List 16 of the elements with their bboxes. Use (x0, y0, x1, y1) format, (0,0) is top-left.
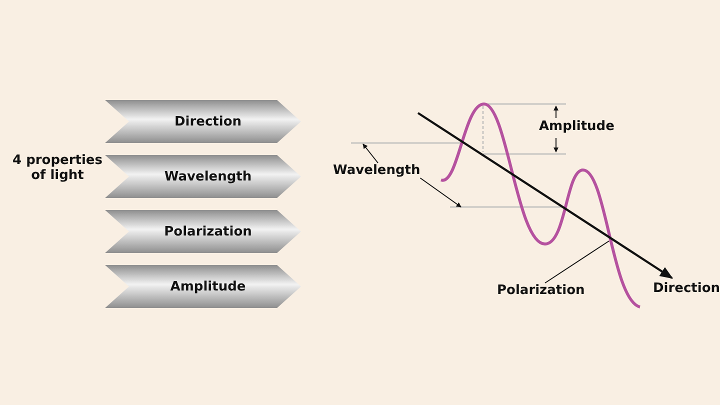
property-label: Wavelength (163, 169, 253, 184)
title-label: 4 properties of light (12, 153, 104, 183)
callout-text: Direction (653, 281, 720, 296)
chevron-banner (105, 155, 301, 198)
property-label: Polarization (163, 224, 253, 239)
chevron-banner (105, 210, 301, 253)
chevron-banner (105, 100, 301, 143)
callout-text: Amplitude (539, 119, 614, 134)
leader-line (544, 240, 610, 284)
callout-text: Polarization (497, 283, 585, 298)
chevron-banner (105, 265, 301, 308)
property-label: Direction (173, 114, 243, 129)
leader-line (362, 144, 378, 164)
property-label: Amplitude (169, 279, 247, 294)
leader-line (420, 178, 462, 208)
callout-text: Wavelength (333, 163, 420, 178)
